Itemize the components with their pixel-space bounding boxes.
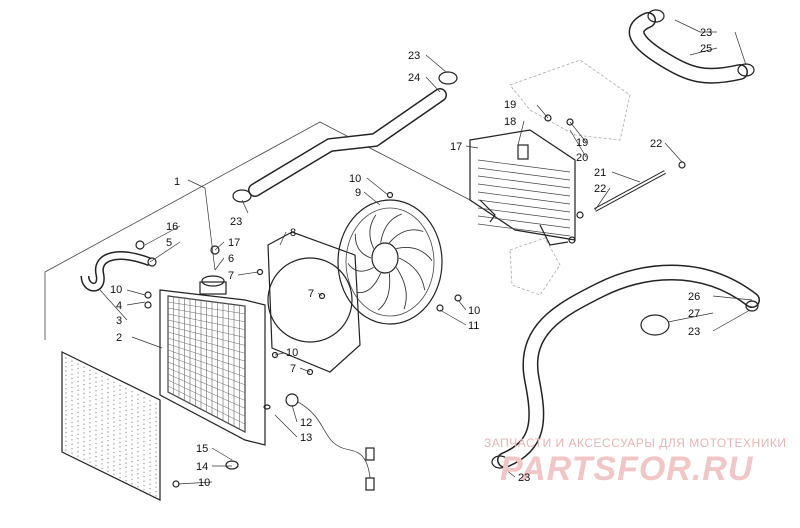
clamp-ring (640, 314, 670, 336)
callout-22: 22 (650, 138, 662, 150)
hose-clamp (491, 455, 509, 469)
radiator (159, 275, 266, 446)
oil-cooler (469, 129, 576, 246)
callout-17: 17 (450, 141, 462, 153)
callout-9: 9 (355, 187, 361, 199)
watermark: ЗАПЧАСТИ И АКСЕССУАРЫ ДЛЯ МОТОТЕХНИКИ PA… (484, 436, 786, 488)
callout-26: 26 (688, 291, 700, 303)
callout-20: 20 (576, 152, 588, 164)
callout-22: 22 (594, 183, 606, 195)
radiator-screen (61, 351, 161, 501)
radiator-core (167, 295, 246, 433)
callout-7: 7 (290, 363, 296, 375)
callout-27: 27 (688, 308, 700, 320)
callout-14: 14 (196, 461, 208, 473)
lower-hose (491, 264, 760, 469)
callout-1: 1 (174, 176, 180, 188)
cooler-fins (477, 159, 571, 237)
fan-shroud (267, 231, 361, 373)
callout-21: 21 (594, 167, 606, 179)
callout-19: 19 (576, 137, 588, 149)
callout-10: 10 (110, 284, 122, 296)
callout-7: 7 (308, 288, 314, 300)
hose-clamp (232, 189, 252, 203)
hose-clamp (745, 300, 759, 312)
callout-7: 7 (228, 270, 234, 282)
callout-23: 23 (700, 27, 712, 39)
callout-25: 25 (700, 43, 712, 55)
callout-6: 6 (228, 253, 234, 265)
watermark-tagline: ЗАПЧАСТИ И АКСЕССУАРЫ ДЛЯ МОТОТЕХНИКИ (484, 436, 786, 450)
hose-clamp (647, 9, 665, 23)
callout-11: 11 (468, 320, 479, 332)
screen-mesh (65, 357, 157, 497)
callout-10: 10 (198, 477, 210, 489)
overflow-hose (80, 251, 152, 292)
callout-5: 5 (166, 237, 172, 249)
callout-16: 16 (166, 221, 178, 233)
callout-10: 10 (349, 173, 361, 185)
leader-lines (99, 19, 753, 485)
callout-10: 10 (468, 305, 480, 317)
upper-hose (232, 71, 458, 203)
watermark-logo: PARTSFOR.RU (500, 450, 754, 488)
upper-right-hose (628, 9, 755, 84)
radiator-cap (201, 275, 225, 287)
callout-24: 24 (408, 72, 420, 84)
callout-8: 8 (290, 227, 296, 239)
callout-4: 4 (116, 300, 122, 312)
callout-10: 10 (286, 347, 298, 359)
fan-assembly (337, 199, 443, 325)
callout-15: 15 (196, 443, 208, 455)
assembly-outline (44, 121, 471, 340)
mounting-bracket (509, 59, 631, 296)
callout-23: 23 (688, 326, 700, 338)
callouts: 1 2 3 4 5 6 7 7 7 8 9 10 10 10 10 10 11 … (110, 27, 712, 489)
callout-17: 17 (228, 237, 240, 249)
callout-3: 3 (116, 315, 122, 327)
callout-23: 23 (408, 50, 420, 62)
callout-18: 18 (504, 116, 516, 128)
callout-2: 2 (116, 332, 122, 344)
callout-19: 19 (504, 99, 516, 111)
hose-clamp (438, 71, 458, 85)
callout-13: 13 (300, 432, 312, 444)
fan-blades (347, 213, 433, 311)
callout-12: 12 (300, 417, 312, 429)
oil-line-rod (594, 170, 666, 212)
callout-23: 23 (518, 472, 530, 484)
callout-23: 23 (230, 216, 242, 228)
